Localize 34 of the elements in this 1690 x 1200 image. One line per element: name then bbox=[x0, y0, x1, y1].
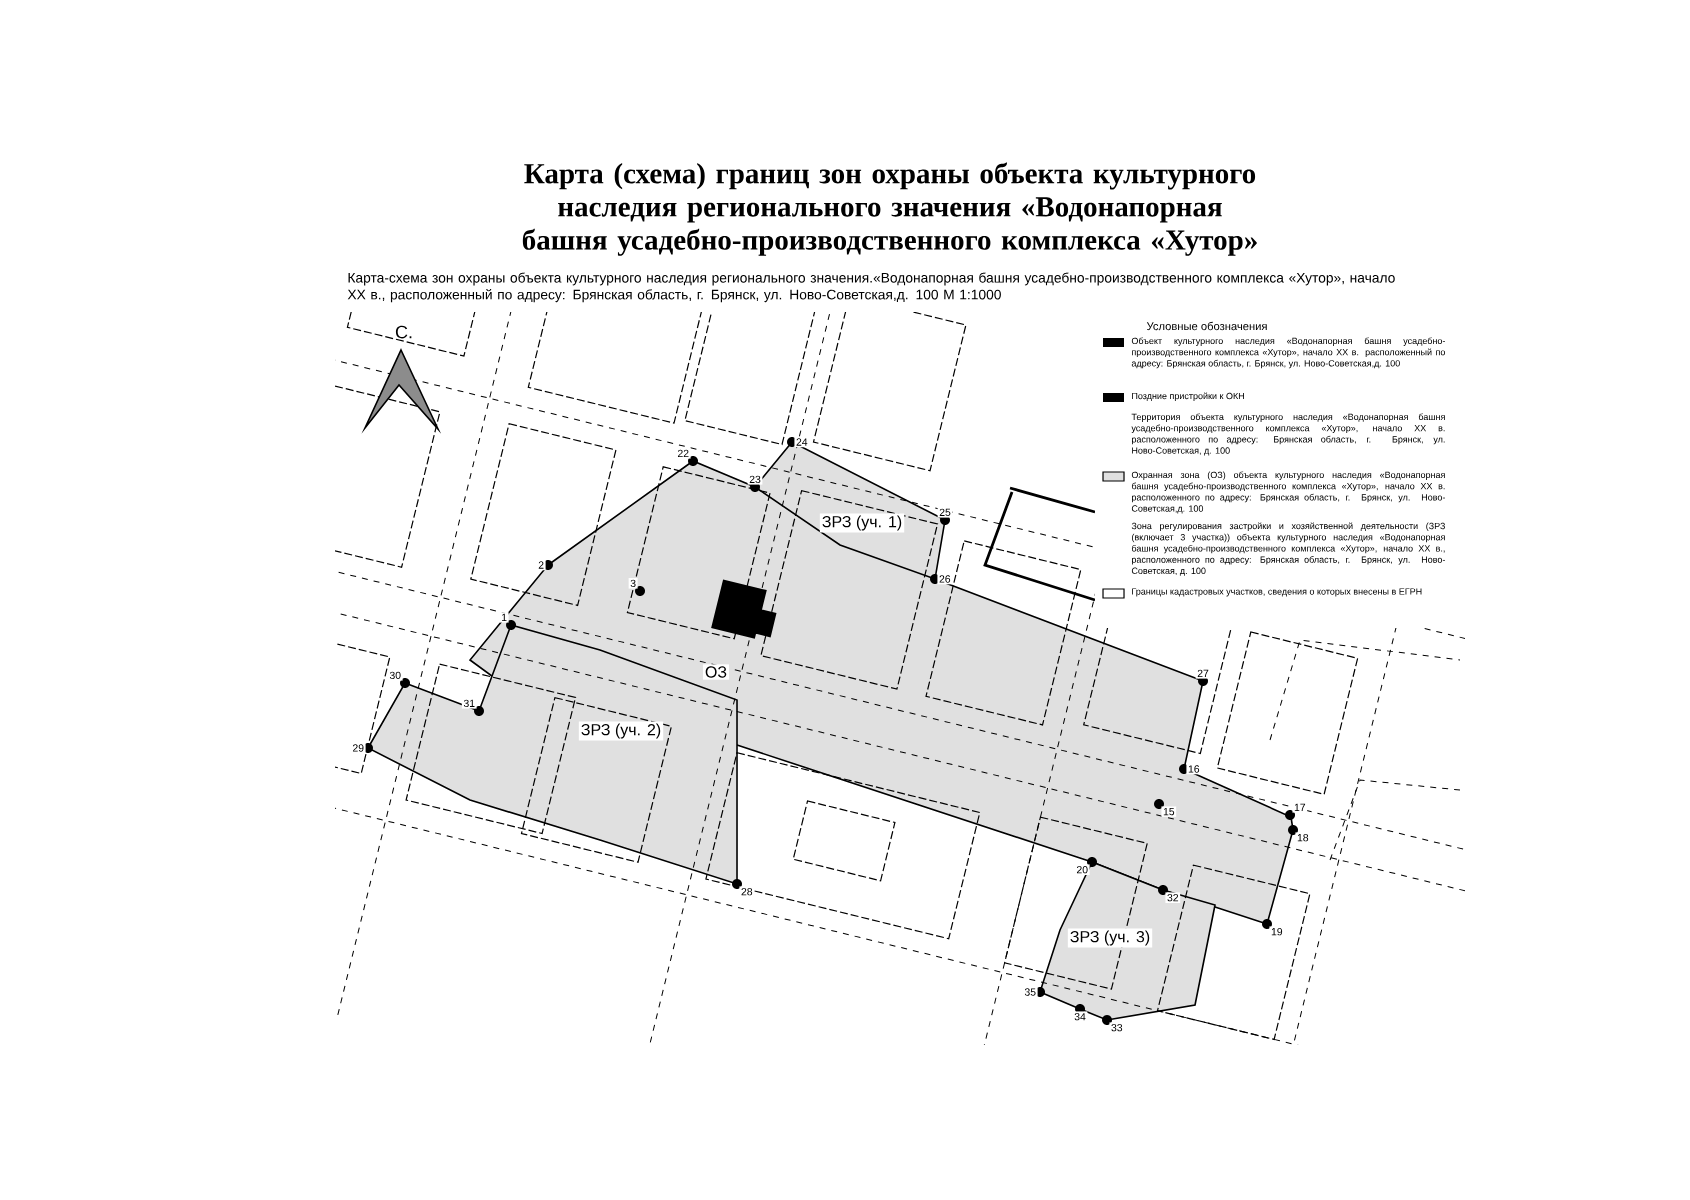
boundary-point: 28 bbox=[732, 879, 755, 897]
boundary-point: 30 bbox=[387, 670, 410, 688]
boundary-point: 3 bbox=[628, 578, 645, 596]
boundary-point: 27 bbox=[1195, 668, 1211, 686]
boundary-point: 31 bbox=[461, 698, 484, 716]
legend-text: Охранная зона (ОЗ) объекта культурного наследия «Водонапорная башня усадебно-производственного комплекса «Хутор», начало XX в. расположенного по адресу: Брянская область, г. Брянск, ул. Ново-Советская,д. 100 bbox=[1131, 471, 1445, 514]
boundary-point: 20 bbox=[1074, 857, 1097, 875]
boundary-point: 17 bbox=[1285, 802, 1308, 820]
boundary-point: 18 bbox=[1288, 825, 1311, 843]
title: Карта (схема) границ зон охраны объекта культурного наследия регионального значения «Водонапорная башня усадебно-производственного комплекса «Хутор» bbox=[522, 162, 1257, 256]
boundary-point: 16 bbox=[1179, 763, 1202, 775]
boundary-point: 34 bbox=[1072, 1004, 1088, 1022]
legend-heading: Условные обозначения bbox=[1146, 321, 1267, 331]
boundary-point: 1 bbox=[499, 612, 516, 630]
boundary-point: 24 bbox=[787, 436, 810, 448]
boundary-point: 33 bbox=[1102, 1015, 1125, 1033]
boundary-point: 19 bbox=[1262, 919, 1285, 937]
boundary-point: 25 bbox=[937, 507, 953, 525]
legend-text: Территория объекта культурного наследия «Водонапорная башня усадебно-производственного комплекса «Хутор», начало XX в. расположенного по адресу: Брянская область, г. Брянск, ул. Ново-Советская, д. 100 bbox=[1131, 413, 1445, 456]
legend-text: Границы кадастровых участков, сведения о которых внесены в ЕГРН bbox=[1132, 588, 1422, 597]
boundary-point: 26 bbox=[930, 573, 953, 585]
boundary-point: 22 bbox=[675, 448, 698, 466]
boundary-point: 29 bbox=[350, 742, 373, 754]
legend-text: Зона регулирования застройки и хозяйственной деятельности (ЗРЗ (включает 3 участка)) объекта культурного наследия «Водонапорная башня усадебно-производственного комплекса «Хутор», начало XX в., расположенного по адресу: Брянская область, г. Брянск, ул. Ново-Советская, д. 100 bbox=[1131, 522, 1445, 576]
boundary-point: 35 bbox=[1022, 986, 1045, 998]
boundary-point: 15 bbox=[1154, 799, 1177, 817]
caption: Карта-схема зон охраны объекта культурного наследия регионального значения.«Водонапорная башня усадебно-производственного комплекса «Хутор», начало XX в., расположенный по адресу: Брянская область, г. Брянск, ул. Ново-Советская,д. 100 М 1:1000 bbox=[347, 272, 1395, 303]
boundary-point: 32 bbox=[1158, 885, 1181, 903]
zone-label: ОЗ bbox=[702, 664, 730, 680]
legend-text: Поздние пристройки к ОКН bbox=[1132, 392, 1244, 401]
legend-text: Объект культурного наследия «Водонапорная башня усадебно-производственного комплекса «Хутор», начало XX в. расположенный по адресу: Брянская область, г. Брянск, ул. Ново-Советская,д. 100 bbox=[1131, 337, 1446, 369]
north-label: С. bbox=[395, 325, 412, 339]
boundary-point: 23 bbox=[747, 474, 763, 492]
boundary-point: 2 bbox=[536, 559, 553, 571]
